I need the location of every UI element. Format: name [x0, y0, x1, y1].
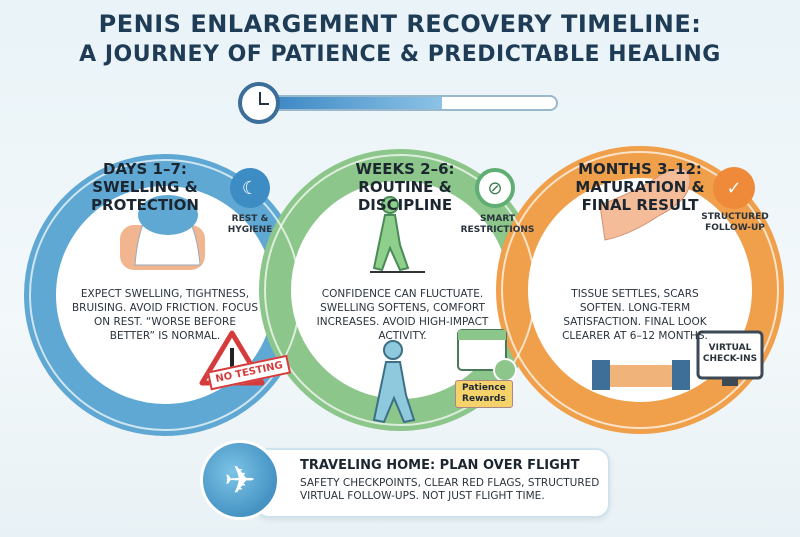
stage-3-badge-label: STRUCTURED FOLLOW-UP: [701, 212, 769, 233]
stage-1-body: EXPECT SWELLING, TIGHTNESS, BRUISING. AV…: [71, 288, 259, 342]
handshake-icon: [592, 360, 690, 390]
travel-heading: TRAVELING HOME: PLAN OVER FLIGHT: [300, 458, 580, 473]
walking-person-icon-2: [372, 340, 416, 424]
ice-pack-icon: [120, 195, 205, 270]
clock-icon: [238, 82, 280, 124]
globe-airplane-icon: ✈: [200, 440, 280, 520]
virtual-check-ins-label: VIRTUAL CHECK-INS: [702, 343, 758, 364]
stage-2-badge-label: SMART RESTRICTIONS: [460, 214, 535, 235]
stage-3-heading: MONTHS 3–12: MATURATION & FINAL RESULT: [575, 160, 705, 214]
no-walking-icon: ⊘: [475, 168, 515, 208]
stage-1-badge-label: REST & HYGIENE: [227, 214, 273, 235]
walking-person-icon: [372, 196, 410, 272]
monitor-icon: [696, 330, 764, 386]
calendar-icon: [457, 329, 517, 382]
stage-1-heading: DAYS 1–7: SWELLING & PROTECTION: [91, 160, 199, 214]
stage-2-body: CONFIDENCE CAN FLUCTUATE. SWELLING SOFTE…: [316, 288, 489, 342]
bed-icon: ☾: [230, 168, 270, 208]
result-illustration: [599, 168, 691, 241]
travel-body: SAFETY CHECKPOINTS, CLEAR RED FLAGS, STR…: [300, 477, 600, 502]
title-line-1: PENIS ENLARGEMENT RECOVERY TIMELINE:: [98, 10, 702, 38]
progress-bar: [268, 95, 558, 111]
travel-card: [255, 448, 610, 518]
clipboard-check-icon: ✓: [713, 167, 755, 209]
stage-2-heading: WEEKS 2–6: ROUTINE & DISCIPLINE: [355, 160, 455, 214]
stage-3-body: TISSUE SETTLES, SCARS SOFTEN. LONG-TERM …: [562, 288, 708, 342]
progress-fill: [270, 97, 442, 109]
patience-rewards-tag: Patience Rewards: [455, 380, 513, 408]
title-line-2: A JOURNEY OF PATIENCE & PREDICTABLE HEAL…: [79, 42, 721, 67]
